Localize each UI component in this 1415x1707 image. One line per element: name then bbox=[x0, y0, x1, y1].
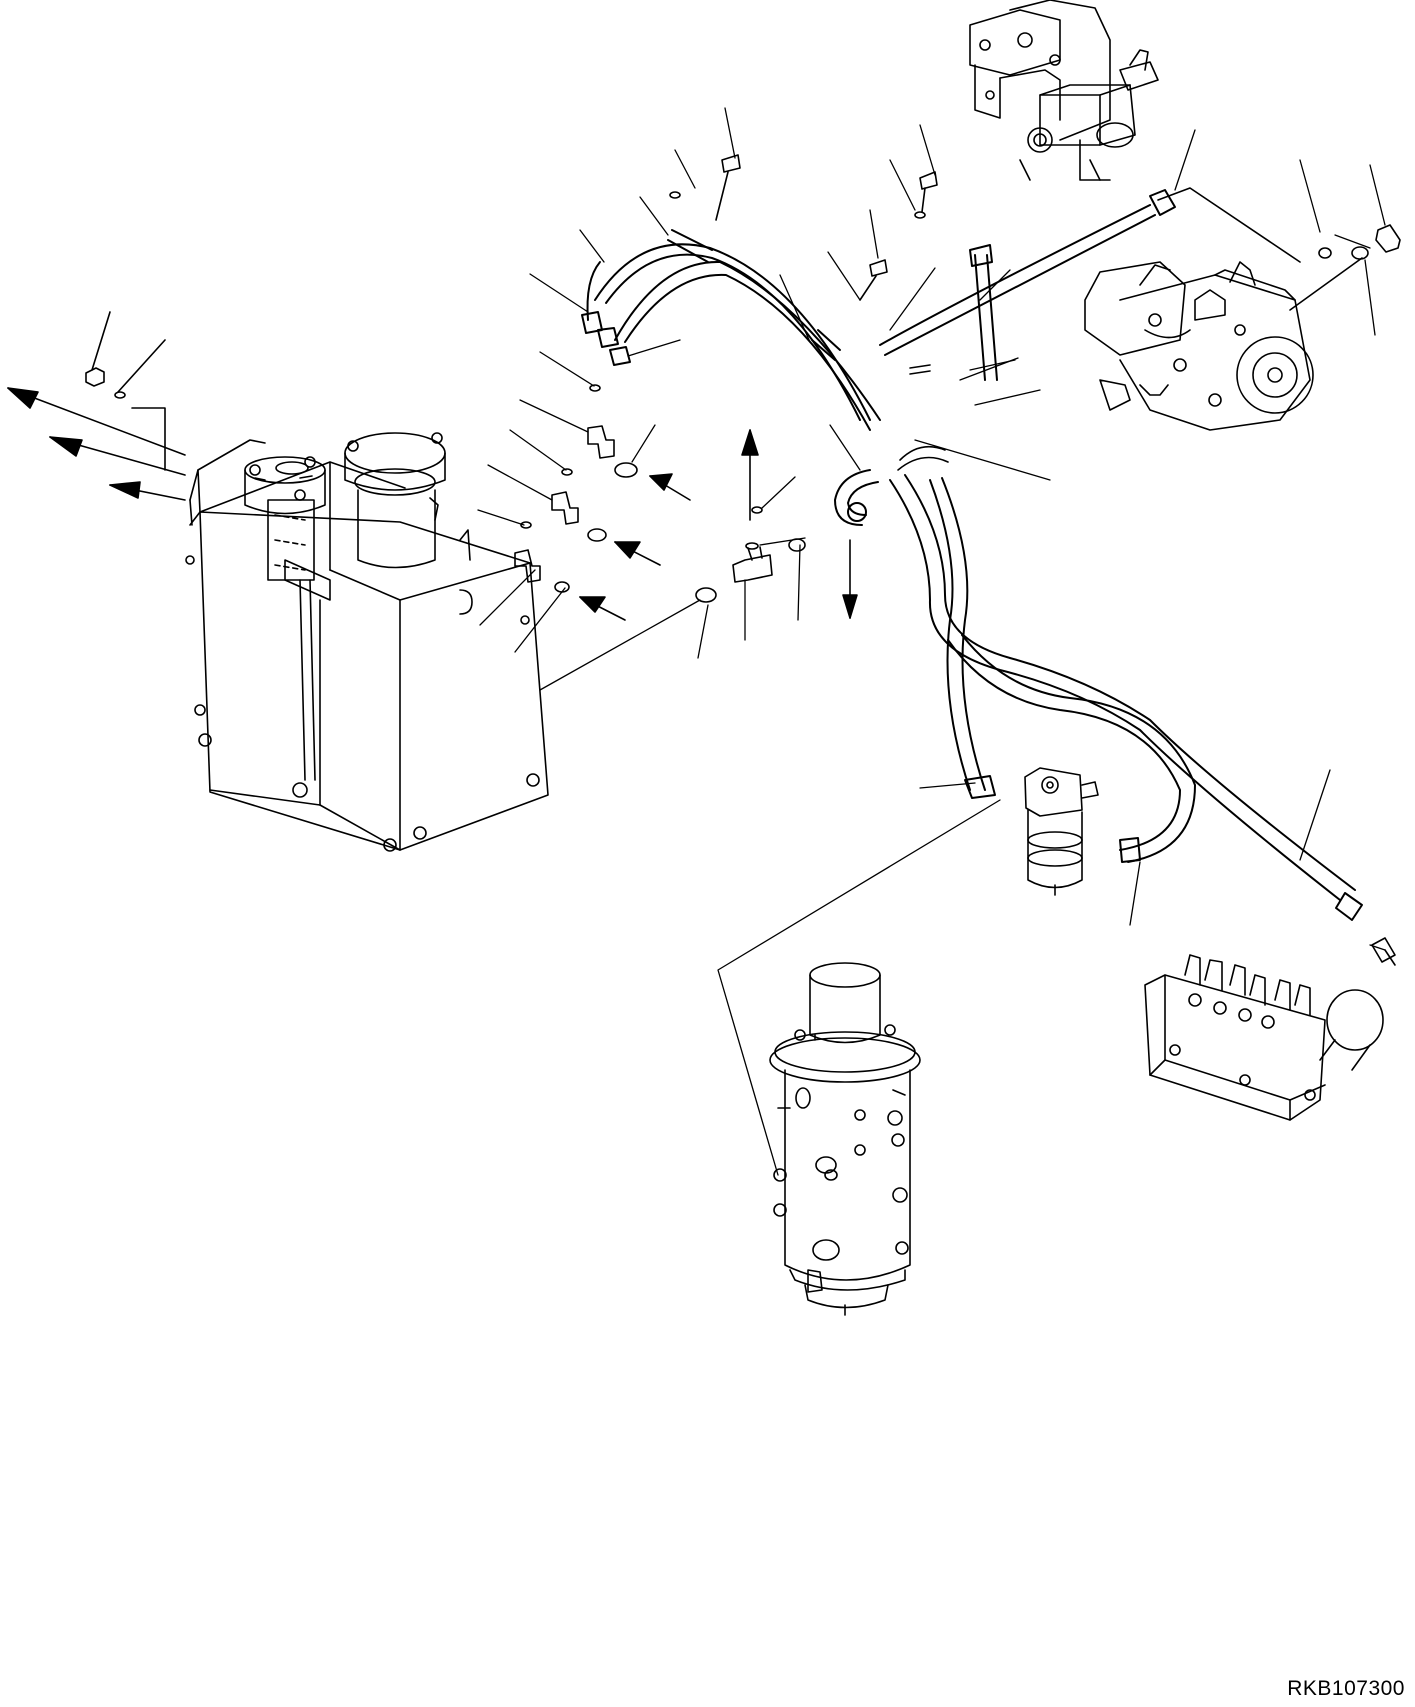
control-valve-bank bbox=[1145, 938, 1395, 1120]
inlet-arrows-center bbox=[580, 430, 857, 620]
leader-lines bbox=[478, 108, 1385, 1175]
outlet-arrows-left bbox=[8, 388, 185, 500]
washers-column bbox=[521, 192, 925, 528]
solenoid-valve bbox=[1025, 768, 1098, 895]
drawing-code: RKB107300 bbox=[1287, 1677, 1405, 1700]
tank-breather-plug bbox=[86, 312, 165, 470]
elbow-fittings bbox=[515, 426, 637, 592]
valve-spools bbox=[1185, 955, 1310, 1028]
upper-control-valve bbox=[970, 0, 1158, 180]
tee-fitting bbox=[696, 507, 805, 602]
pump-adapter-fitting bbox=[1158, 188, 1400, 310]
hydraulic-tank bbox=[186, 440, 548, 851]
tank-return-filter bbox=[345, 433, 445, 568]
tank-filler-cap bbox=[245, 457, 325, 514]
hose-set bbox=[582, 190, 1362, 920]
main-hydraulic-pump bbox=[1085, 262, 1313, 430]
clamp-bolts bbox=[716, 155, 937, 374]
swivel-joint bbox=[770, 963, 920, 1315]
